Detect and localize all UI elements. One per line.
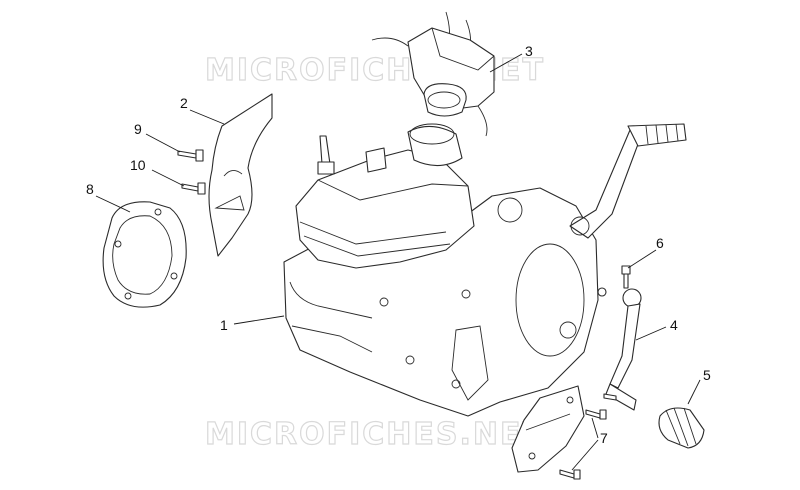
leader-lines: [95, 53, 701, 471]
part-6-bolt[interactable]: [597, 265, 631, 297]
leader-7a: [591, 417, 599, 439]
part-8-ignition-cover[interactable]: [102, 201, 187, 308]
watermark-bottom: MICROFICHES.NET: [205, 417, 545, 452]
callout-3: 3: [525, 43, 533, 59]
leader-3: [489, 53, 523, 73]
leader-5: [687, 379, 701, 405]
callout-10: 10: [130, 157, 146, 173]
part-4-shift-lever[interactable]: [605, 288, 642, 411]
part-10-bolt[interactable]: [181, 182, 206, 195]
part-5-pedal-rubber[interactable]: [658, 407, 705, 449]
callout-7: 7: [600, 430, 608, 446]
part-7-sprocket-cover[interactable]: [511, 385, 617, 480]
kickstart-lever[interactable]: [569, 123, 687, 239]
callout-6: 6: [656, 235, 664, 251]
callout-1: 1: [220, 317, 228, 333]
leader-9: [145, 133, 181, 153]
part-1-engine[interactable]: [283, 123, 599, 417]
part-2-shield-plate[interactable]: [208, 93, 273, 257]
callout-4: 4: [670, 317, 678, 333]
leader-8: [95, 195, 131, 213]
leader-1: [233, 315, 285, 325]
leader-6: [627, 249, 657, 269]
callout-9: 9: [134, 121, 142, 137]
callout-5: 5: [703, 367, 711, 383]
leader-7b: [571, 439, 599, 471]
leader-2: [189, 109, 225, 125]
leader-4: [635, 326, 667, 341]
leader-10: [151, 169, 185, 187]
callout-8: 8: [86, 181, 94, 197]
callout-2: 2: [180, 95, 188, 111]
part-3-carburetor[interactable]: [371, 11, 495, 137]
part-9-bolt[interactable]: [177, 149, 204, 162]
